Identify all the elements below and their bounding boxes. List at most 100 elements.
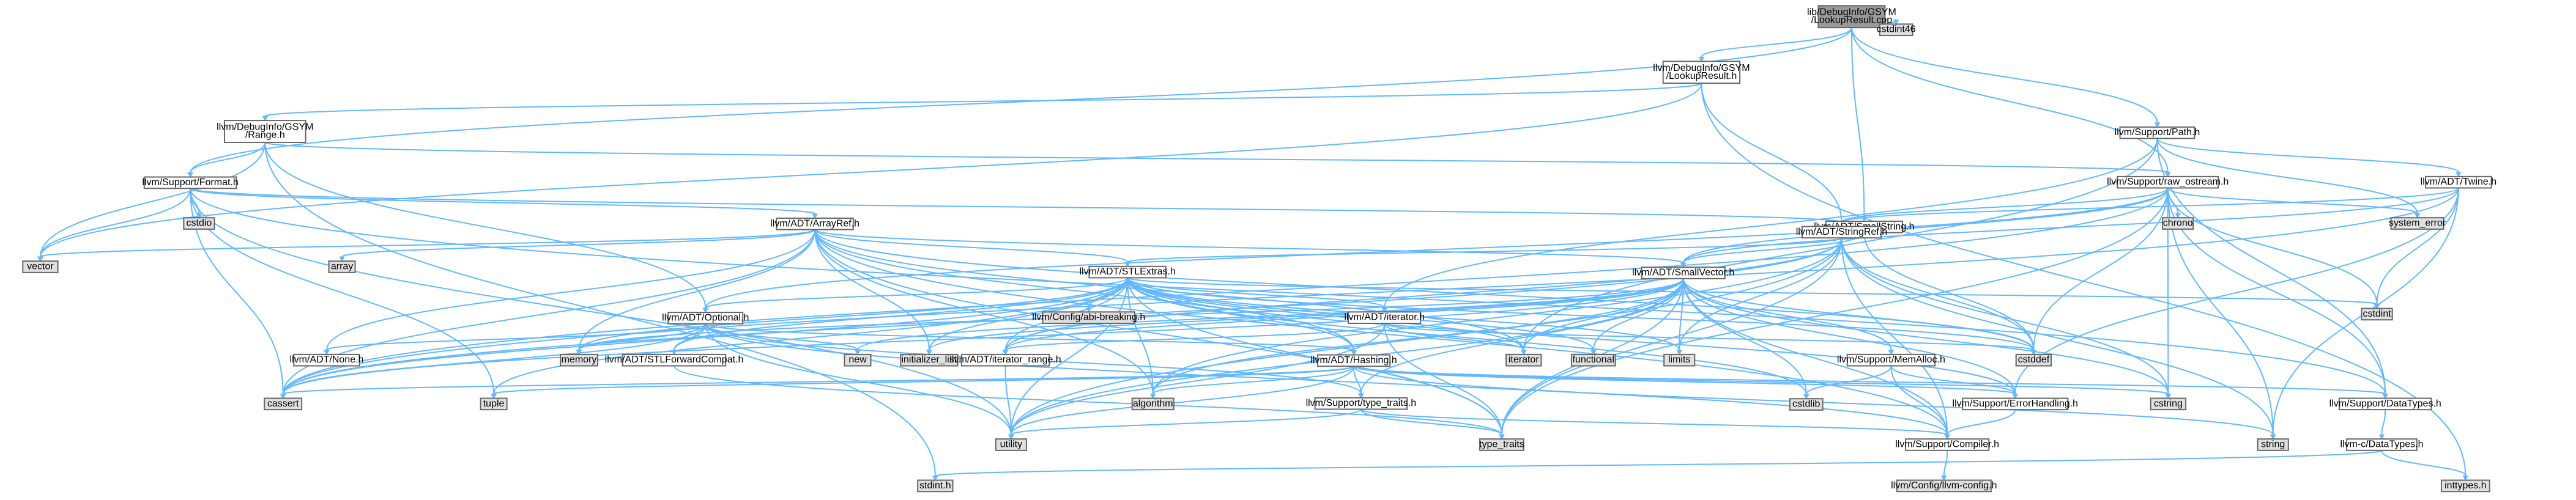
node-box xyxy=(293,353,360,367)
dependency-edge xyxy=(264,142,2171,177)
node-cstdint: cstdint xyxy=(2361,307,2393,321)
dependency-edge xyxy=(1841,238,2172,399)
node-box xyxy=(1570,353,1616,367)
edge-line xyxy=(1701,83,1843,222)
edges-layer xyxy=(37,19,2469,481)
node-label: llvm/ADT/STLExtras.h xyxy=(1079,267,1175,277)
node-label: llvm/ADT/ArrayRef.h xyxy=(770,218,859,229)
dependency-edge xyxy=(37,229,816,262)
dependency-edge xyxy=(1850,28,2161,128)
node-path-h[interactable]: llvm/Support/Path.h xyxy=(2115,126,2200,139)
node-label: llvm/DebugInfo/GSYM xyxy=(1653,63,1750,73)
node-stlextras-h[interactable]: llvm/ADT/STLExtras.h xyxy=(1079,265,1176,279)
dependency-edge xyxy=(262,83,1702,122)
dependency-edge xyxy=(190,188,818,219)
edge-line xyxy=(814,229,930,350)
edge-arrowhead xyxy=(37,256,43,262)
edge-arrowhead xyxy=(2165,394,2172,399)
node-hashing-h[interactable]: llvm/ADT/Hashing.h xyxy=(1310,354,1397,367)
node-box xyxy=(22,260,59,273)
edge-line xyxy=(2381,410,2386,435)
node-label: llvm/DebugInfo/GSYM xyxy=(217,122,313,133)
dependency-edge xyxy=(187,28,1852,178)
node-cstdint46: cstdint46 xyxy=(1877,23,1916,37)
edge-arrowhead xyxy=(1002,350,1009,355)
dependency-edge xyxy=(190,188,1845,227)
nodes-layer: lib/DebugInfo/GSYM/LookupResult.cpp llvm/… xyxy=(22,5,2496,493)
dependency-edge xyxy=(1698,27,1852,62)
node-arrayref-h[interactable]: llvm/ADT/ArrayRef.h xyxy=(770,217,859,230)
node-label: llvm/ADT/Optional.h xyxy=(662,312,749,323)
node-stringref-h[interactable]: llvm/ADT/StringRef.h xyxy=(1796,226,1887,239)
node-label: /Range.h xyxy=(245,130,285,141)
edge-arrowhead xyxy=(1940,476,1947,481)
node-range-h[interactable]: llvm/DebugInfo/GSYM/Range.h xyxy=(217,120,313,143)
node-box xyxy=(2425,175,2492,189)
node-format-h[interactable]: llvm/Support/Format.h xyxy=(142,176,239,189)
node-optional-h[interactable]: llvm/ADT/Optional.h xyxy=(662,312,749,325)
node-label: llvm/ADT/iterator_range.h xyxy=(949,355,1061,365)
node-label: llvm/ADT/StringRef.h xyxy=(1796,227,1887,237)
node-iterator-h[interactable]: llvm/ADT/iterator.h xyxy=(1344,311,1425,324)
node-box xyxy=(2162,217,2194,230)
dependency-edge xyxy=(1127,277,2380,309)
node-box xyxy=(264,397,303,411)
edge-line xyxy=(674,366,1502,435)
node-stdint-h: stdint.h xyxy=(917,479,954,493)
edge-line xyxy=(705,323,1355,351)
edge-arrowhead xyxy=(1520,350,1527,355)
node-box xyxy=(1663,353,1696,367)
node-smallvector-h[interactable]: llvm/ADT/SmallVector.h xyxy=(1632,267,1734,279)
node-box xyxy=(1896,479,1992,493)
node-chrono: chrono xyxy=(2162,217,2194,230)
dependency-edge xyxy=(37,142,266,262)
node-iterator-range-h[interactable]: llvm/ADT/iterator_range.h xyxy=(949,353,1061,367)
edge-arrowhead xyxy=(2378,434,2385,440)
node-llvm-config-h: llvm/Config/llvm-config.h xyxy=(1891,479,1997,493)
node-box xyxy=(1641,267,1726,279)
edge-arrowhead xyxy=(926,350,932,355)
node-datatypes-h[interactable]: llvm/Support/DataTypes.h xyxy=(2329,397,2441,411)
node-box xyxy=(2338,397,2432,411)
edge-line xyxy=(1360,408,1948,436)
node-box xyxy=(1662,61,1741,84)
edge-line xyxy=(282,366,1355,395)
edge-line xyxy=(1010,278,1129,435)
edge-line xyxy=(493,366,1355,395)
node-none-h[interactable]: llvm/ADT/None.h xyxy=(290,353,364,367)
edge-arrowhead xyxy=(2270,434,2276,440)
edge-line xyxy=(282,278,1129,394)
dependency-edge xyxy=(324,229,816,355)
edge-line xyxy=(1701,83,2467,476)
node-stlforwardcompat-h[interactable]: llvm/ADT/STLForwardCompat.h xyxy=(605,353,744,367)
node-c-datatypes-h[interactable]: llvm-c/DataTypes.h xyxy=(2340,438,2423,451)
node-label: llvm/Support/Path.h xyxy=(2115,127,2200,138)
node-label: system_error xyxy=(2389,218,2446,229)
edge-line xyxy=(1353,366,1362,394)
node-lookupresult-cpp[interactable]: lib/DebugInfo/GSYM/LookupResult.cpp xyxy=(1807,5,1896,29)
node-raw-ostream-h[interactable]: llvm/Support/raw_ostream.h xyxy=(2107,175,2229,189)
node-label: algorithm xyxy=(1133,399,1173,409)
dependency-edge xyxy=(1850,28,1868,222)
node-memalloc-h[interactable]: llvm/Support/MemAlloc.h xyxy=(1837,353,1945,367)
edge-arrowhead xyxy=(1888,350,1895,355)
node-compiler-h[interactable]: llvm/Support/Compiler.h xyxy=(1895,438,1999,451)
node-label: cassert xyxy=(267,399,299,409)
node-errorhandling-h[interactable]: llvm/Support/ErrorHandling.h xyxy=(1953,397,2078,411)
node-limits: limits xyxy=(1663,353,1696,367)
node-label: /LookupResult.h xyxy=(1666,71,1737,81)
dependency-edge xyxy=(491,366,1355,399)
edge-line xyxy=(1701,27,1852,57)
node-type-traits-h[interactable]: llvm/Support/type_traits.h xyxy=(1306,397,1417,410)
edge-line xyxy=(325,229,816,350)
edge-line xyxy=(39,142,266,257)
edge-arrowhead xyxy=(812,213,818,219)
edge-line xyxy=(2381,450,2467,477)
node-tuple: tuple xyxy=(480,397,508,411)
edge-line xyxy=(705,188,2169,309)
edge-line xyxy=(190,188,1012,435)
node-lookupresult-h[interactable]: llvm/DebugInfo/GSYM/LookupResult.h xyxy=(1653,61,1750,84)
edge-arrowhead xyxy=(1357,393,1364,399)
edge-line xyxy=(1850,28,1865,217)
node-twine-h[interactable]: llvm/ADT/Twine.h xyxy=(2421,175,2496,189)
